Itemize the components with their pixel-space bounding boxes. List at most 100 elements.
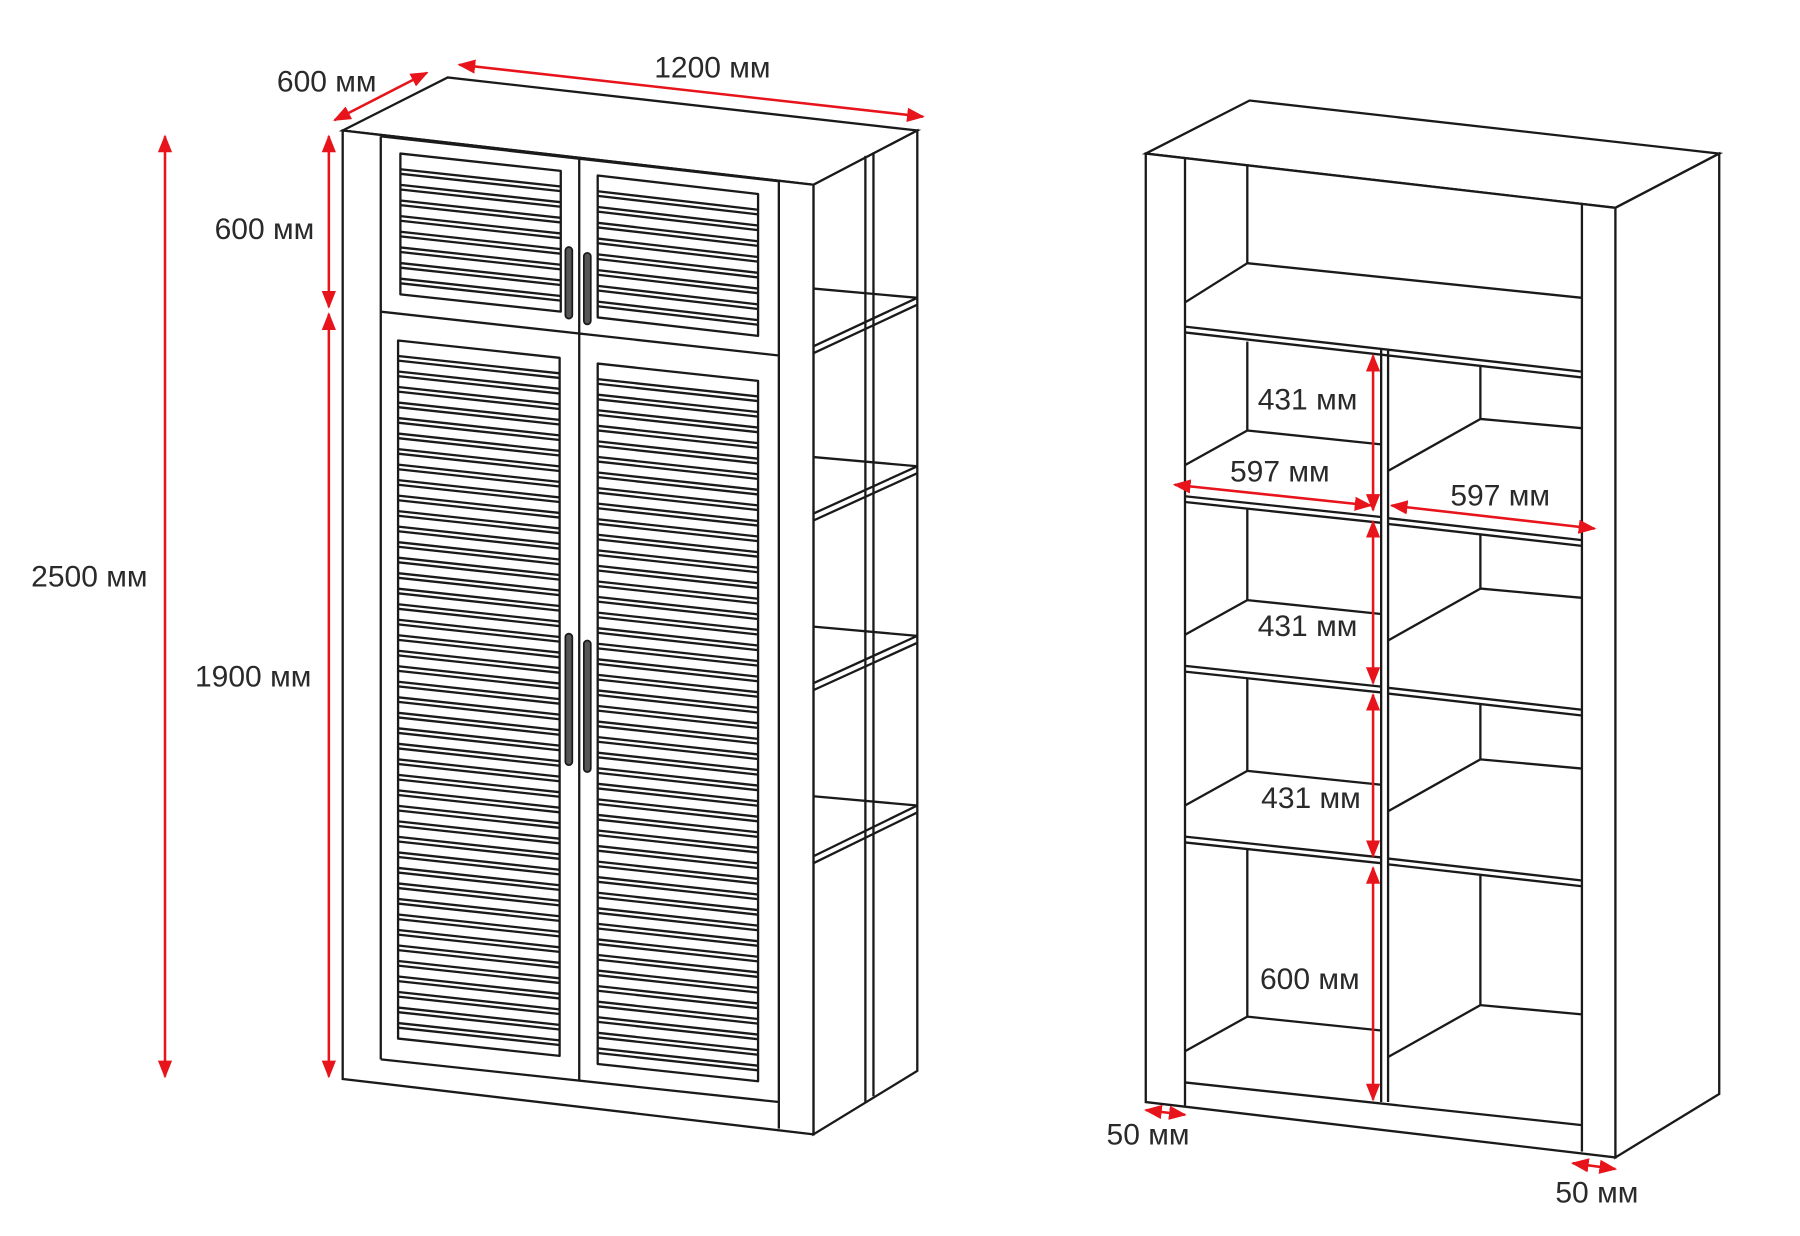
louver-slat [397, 990, 560, 1016]
louver-slat [597, 673, 759, 698]
shelf-height-2-label: 431 мм [1258, 610, 1358, 643]
louver-slat [397, 897, 560, 923]
louver-slat [597, 300, 759, 326]
cubby-back-left [1184, 508, 1382, 636]
louver-slat [597, 253, 759, 279]
louver-slat [597, 486, 759, 512]
louver-slat [597, 922, 759, 947]
louver-slat [400, 183, 561, 208]
louver-slat [597, 502, 759, 527]
louver-slat [397, 478, 560, 504]
louver-slat [397, 587, 560, 612]
louver-slat [397, 541, 560, 566]
louver-slat [597, 409, 759, 434]
louver-slat [597, 907, 759, 932]
louver-slat [597, 627, 759, 652]
upper-right-handle [582, 251, 592, 326]
louver-slat [597, 284, 759, 311]
louver-slat [397, 711, 560, 736]
louver-slat [597, 518, 759, 543]
side-shelf [812, 625, 918, 692]
dimension-labels: 600 мм 1200 мм 600 мм 1900 мм 2500 мм 43… [31, 51, 1638, 1209]
louver-slat [397, 835, 560, 860]
shelving-side [1614, 151, 1721, 1160]
bottom-height-label: 600 мм [1260, 963, 1360, 996]
louver-slat [597, 1000, 759, 1025]
louver-slat [397, 820, 560, 845]
louver-slat [397, 758, 560, 783]
louver-slat [397, 556, 560, 581]
louver-slat [597, 580, 759, 605]
louver-slat [597, 377, 759, 403]
louver-slat [597, 844, 759, 870]
louver-slat [597, 891, 759, 916]
open-shelving-drawing [1141, 99, 1724, 1160]
louver-slat [397, 634, 560, 659]
louver-slat [597, 767, 759, 792]
total-height-label: 2500 мм [31, 560, 147, 593]
louver-slat [597, 221, 759, 248]
louver-slat [597, 689, 759, 714]
louver-slat [597, 268, 759, 295]
louver-slat [597, 658, 759, 683]
side-shelf [812, 287, 918, 355]
louver-slat [597, 1047, 759, 1072]
louver-slat [597, 564, 759, 589]
louver-slat [397, 1021, 560, 1047]
louver-slat [400, 199, 561, 224]
louver-slat [397, 509, 560, 535]
upper-left-handle [564, 246, 574, 320]
dimension-lines [157, 59, 1618, 1174]
louver-slat [597, 190, 759, 216]
louver-slat [397, 913, 560, 938]
louver-slat [397, 447, 560, 473]
louver-slat [597, 393, 759, 418]
cubby-back-left [1184, 849, 1382, 1053]
louver-slat [597, 938, 759, 963]
top-section-label: 600 мм [215, 213, 315, 246]
louver-slat [597, 1031, 759, 1056]
louver-slat [397, 804, 560, 829]
louver-slat [397, 696, 560, 721]
louver-slat [397, 959, 560, 985]
right-shelf-width-label: 597 мм [1450, 480, 1550, 513]
louver-slat [400, 246, 561, 271]
louver-slat [397, 416, 560, 442]
louver-slat [397, 354, 560, 380]
louver-slat [597, 549, 759, 574]
cubby-back-left [1184, 341, 1382, 467]
depth-label: 600 мм [277, 65, 377, 98]
louver-slat [400, 277, 561, 302]
louver-slat [597, 471, 759, 496]
louver-slat [397, 680, 560, 705]
louver-slat [597, 984, 759, 1010]
louver-slat [397, 928, 560, 954]
side-shelf [812, 795, 918, 865]
louver-slat [597, 751, 759, 776]
louver-slat [397, 866, 560, 892]
louver-slat [397, 882, 560, 907]
louver-slat [597, 876, 759, 901]
louver-slat [400, 168, 561, 193]
louver-slat [397, 618, 560, 643]
louver-slat [397, 401, 560, 426]
louver-slat [597, 205, 759, 232]
louver-slat [397, 385, 560, 411]
cubby-back-left [1184, 678, 1382, 807]
louver-slat [397, 727, 560, 752]
louver-slat [397, 789, 560, 814]
louver-slat [597, 798, 759, 823]
side-shelf [812, 455, 918, 522]
louver-slat [597, 595, 759, 621]
cubby-back-right [1387, 534, 1583, 642]
louver-slat [397, 851, 560, 876]
louver-slat [397, 494, 560, 519]
louver-slat [397, 665, 560, 690]
louver-slat [597, 440, 759, 465]
louver-slat [597, 813, 759, 839]
louver-slat [597, 969, 759, 994]
lower-left-handle [564, 632, 574, 766]
louver-slat [597, 735, 759, 761]
bottom-section-label: 1900 мм [195, 661, 311, 694]
